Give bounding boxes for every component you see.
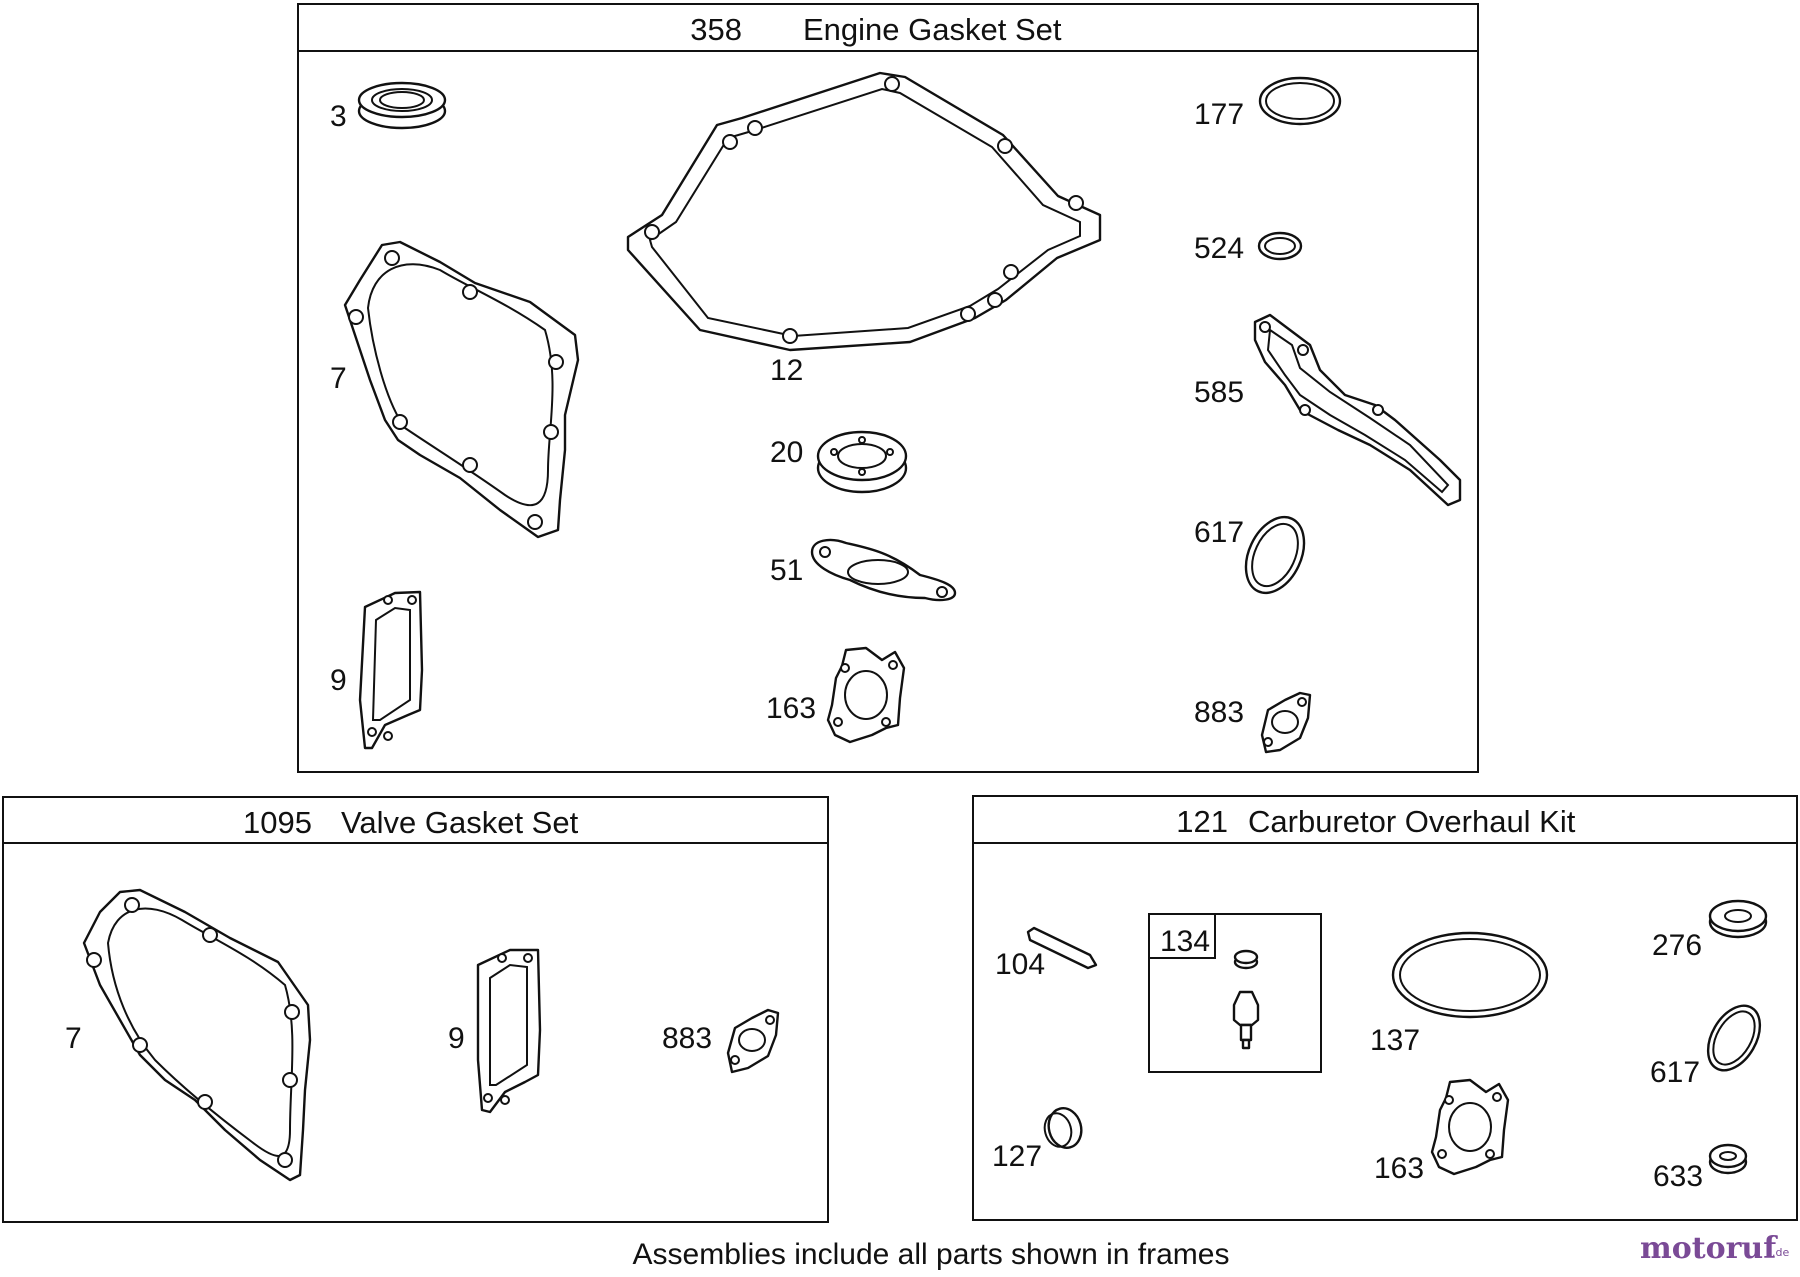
label-part-177: 177 — [1194, 98, 1244, 131]
engine-frame-title: Engine Gasket Set — [803, 12, 1062, 47]
label-part-617: 617 — [1194, 516, 1244, 549]
carb-frame-number: 121 — [1176, 804, 1228, 839]
valve-part-7-head-gasket[interactable] — [82, 888, 312, 1182]
watermark-text: motoruf — [1640, 1231, 1778, 1266]
part-7-head-gasket[interactable] — [343, 240, 580, 539]
carb-label-part-633: 633 — [1653, 1160, 1703, 1193]
valve-label-part-883: 883 — [662, 1022, 712, 1055]
label-part-163: 163 — [766, 692, 816, 725]
label-part-20: 20 — [770, 436, 803, 469]
label-part-585: 585 — [1194, 376, 1244, 409]
carb-label-part-137: 137 — [1370, 1024, 1420, 1057]
watermark-logo: motoruf .de — [1640, 1231, 1789, 1266]
valve-gasket-frame: 1095 Valve Gasket Set 7 9 — [2, 796, 829, 1223]
part-9-rocker-gasket[interactable] — [358, 590, 424, 750]
engine-frame-number: 358 — [690, 12, 742, 47]
carb-part-127-plug[interactable] — [1041, 1105, 1086, 1152]
part-177-o-ring[interactable] — [1258, 76, 1342, 126]
label-part-7: 7 — [330, 362, 347, 395]
part-12-crankcase-gasket[interactable] — [626, 71, 1102, 352]
carb-part-633-washer[interactable] — [1708, 1143, 1748, 1175]
carb-label-part-276: 276 — [1652, 929, 1702, 962]
valve-label-part-9: 9 — [448, 1022, 465, 1055]
carb-kit-frame: 121 Carburetor Overhaul Kit 104 127 134 — [972, 795, 1798, 1221]
part-617-o-ring[interactable] — [1235, 508, 1316, 602]
carb-label-part-134: 134 — [1160, 925, 1210, 958]
carb-part-137-bowl-gasket[interactable] — [1391, 931, 1549, 1019]
valve-frame-title: Valve Gasket Set — [341, 805, 579, 840]
label-part-51: 51 — [770, 554, 803, 587]
carb-part-617-o-ring[interactable] — [1697, 997, 1770, 1080]
part-524-o-ring[interactable] — [1257, 231, 1303, 261]
carb-part-276-washer[interactable] — [1708, 899, 1768, 939]
label-part-9: 9 — [330, 664, 347, 697]
valve-part-883-gasket[interactable] — [726, 1008, 780, 1074]
label-part-524: 524 — [1194, 232, 1244, 265]
carb-part-134-frame[interactable] — [1148, 913, 1322, 1073]
carb-label-part-104: 104 — [995, 948, 1045, 981]
carb-label-part-617: 617 — [1650, 1056, 1700, 1089]
label-part-883: 883 — [1194, 696, 1244, 729]
watermark-tld: .de — [1772, 1246, 1789, 1259]
carb-label-part-127: 127 — [992, 1140, 1042, 1173]
label-part-12: 12 — [770, 354, 803, 387]
part-585-breather-gasket[interactable] — [1253, 313, 1462, 507]
part-51-exhaust-gasket[interactable] — [810, 538, 957, 602]
part-20-seal[interactable] — [816, 430, 908, 494]
valve-frame-number: 1095 — [243, 805, 312, 840]
part-883-gasket[interactable] — [1260, 691, 1312, 754]
carb-part-104-pin[interactable] — [1026, 926, 1098, 970]
carb-label-part-163: 163 — [1374, 1152, 1424, 1185]
label-part-3: 3 — [330, 100, 347, 133]
carb-frame-title: Carburetor Overhaul Kit — [1248, 804, 1576, 839]
part-3-oil-seal[interactable] — [357, 81, 447, 130]
carb-part-163-gasket[interactable] — [1430, 1078, 1510, 1176]
part-163-carb-gasket[interactable] — [826, 646, 906, 744]
footer-note: Assemblies include all parts shown in fr… — [633, 1238, 1230, 1271]
valve-label-part-7: 7 — [65, 1022, 82, 1055]
valve-part-9-rocker-gasket[interactable] — [476, 948, 542, 1114]
engine-gasket-frame: 358 Engine Gasket Set 3 12 — [297, 3, 1479, 773]
